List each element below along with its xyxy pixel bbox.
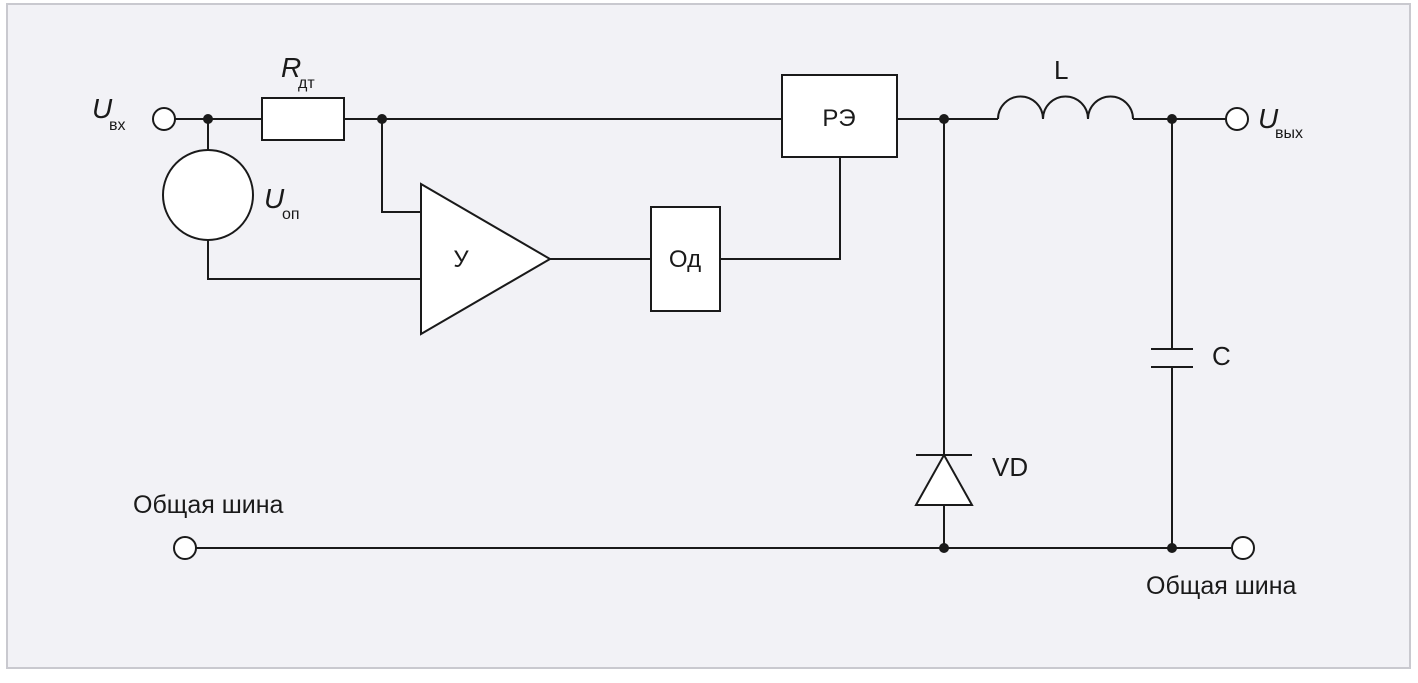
junction-dot [1167,114,1177,124]
diode-triangle [914,452,974,506]
diode-label: VD [992,452,1028,482]
inductor-symbol [997,95,1134,120]
input-voltage-label: U [92,93,113,124]
output-terminal [1225,107,1249,131]
capacitor-symbol [1151,348,1193,368]
input-voltage-subscript: вх [109,117,126,134]
reference-source-symbol [162,149,254,241]
oneshot-label: Од [669,246,701,273]
wire-oneshot-to-control-element [720,157,841,260]
terminals [152,107,1255,560]
reference-voltage-label: U [264,183,285,214]
common-bus-label-right: Общая шина [1146,572,1297,600]
diode-symbol [914,452,974,506]
wire-sense-to-amplifier [381,119,421,213]
junction-dot [939,543,949,553]
common-bus-label-left: Общая шина [133,491,284,519]
junction-dot [377,114,387,124]
control-element-label: РЭ [822,105,855,132]
wires [174,118,1231,549]
output-voltage-label: U [1258,103,1279,134]
resistor-subscript: дт [298,75,315,92]
inductor-label: L [1054,55,1068,85]
wire-reference-to-amplifier [207,240,421,280]
output-voltage-subscript: вых [1275,125,1303,142]
junction-dot [939,114,949,124]
control-element-block [781,74,898,158]
diagram-frame [6,3,1411,669]
amplifier-symbol [420,182,552,336]
junction-dot [1167,543,1177,553]
junction-dot [203,114,213,124]
amplifier-label: У [453,246,469,273]
resistor-label: R [281,52,301,83]
reference-voltage-subscript: оп [282,206,300,223]
input-terminal [152,107,176,131]
resistor-symbol [261,97,345,141]
oneshot-block [650,206,721,312]
capacitor-label: C [1212,341,1231,371]
junctions [203,114,1177,553]
common-bus-terminal-left [173,536,197,560]
common-bus-terminal-right [1231,536,1255,560]
